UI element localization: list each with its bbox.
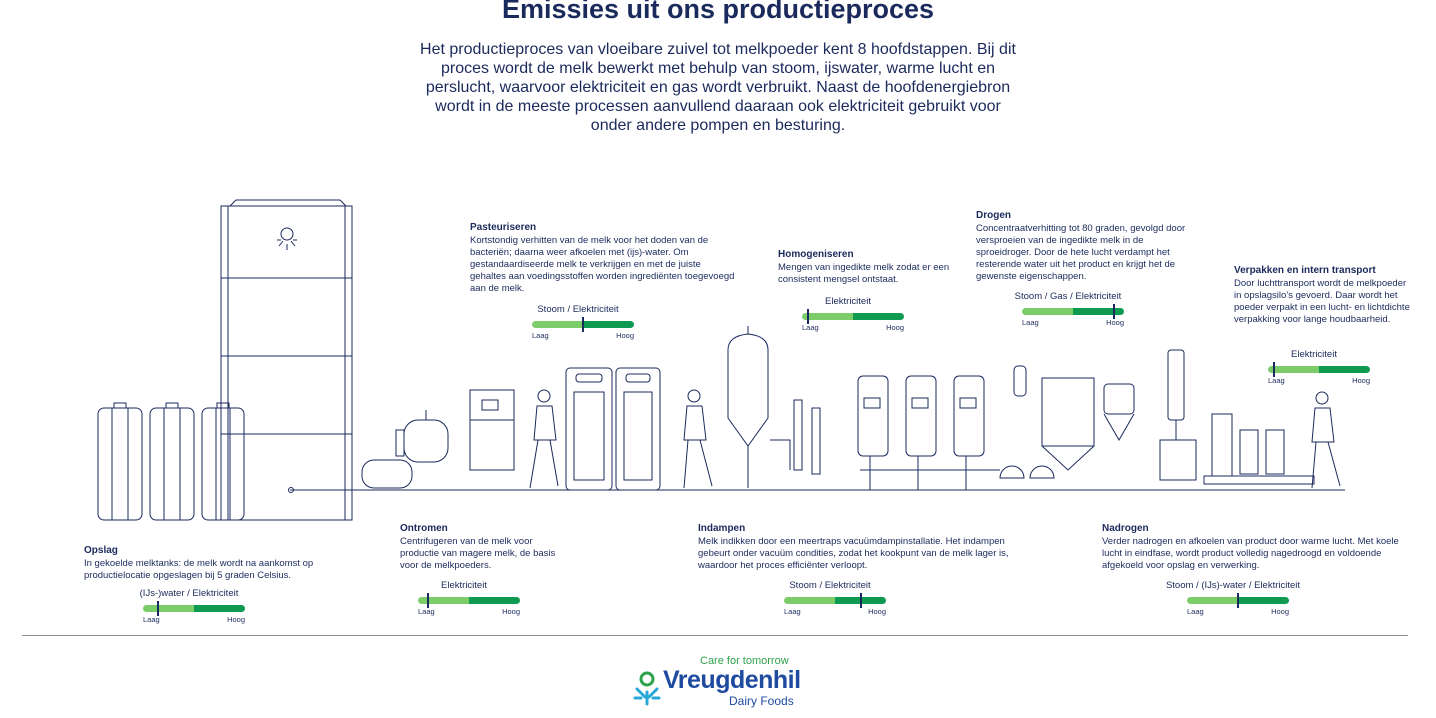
step-description: Melk indikken door een meertraps vacuümd…	[698, 536, 1009, 571]
energy-level-marker	[157, 601, 160, 616]
step-description: Mengen van ingedikte melk zodat er een c…	[778, 262, 950, 285]
energy-bar	[1268, 362, 1370, 377]
scale-high: Hoog	[1106, 318, 1124, 327]
scale-high: Hoog	[868, 607, 886, 616]
step-title: Homogeniseren	[778, 249, 854, 260]
step-title: Nadrogen	[1102, 523, 1149, 534]
vreugdenhil-logo-icon	[633, 671, 661, 706]
energy-level-marker	[1112, 304, 1115, 319]
step-nadrogen: Nadrogen Verder nadrogen en afkoelen van…	[1102, 523, 1402, 572]
scale-high: Hoog	[1352, 376, 1370, 385]
energy-meter-pasteuriseren: Stoom / Elektriciteit Laag Hoog	[522, 304, 634, 344]
energy-label: Elektriciteit	[825, 296, 871, 307]
step-title: Ontromen	[400, 523, 448, 534]
energy-label: (IJs-)water / Elektriciteit	[139, 588, 239, 599]
scale-low: Laag	[1268, 376, 1285, 385]
energy-label: Stoom / (IJs)-water / Elektriciteit	[1165, 580, 1301, 591]
scale-low: Laag	[1187, 607, 1204, 616]
step-description: Centrifugeren van de melk voor productie…	[400, 536, 556, 571]
homogenizer-units	[857, 375, 1000, 490]
step-description: Concentraatverhitting tot 80 graden, gev…	[976, 223, 1186, 282]
milk-storage-tanks	[97, 402, 245, 521]
worker-figure	[529, 389, 559, 489]
step-description: Verder nadrogen en afkoelen van product …	[1102, 536, 1399, 571]
step-title: Pasteuriseren	[470, 222, 537, 233]
energy-bar	[784, 593, 886, 608]
step-ontromen: Ontromen Centrifugeren van de melk voor …	[400, 523, 560, 572]
scale-low: Laag	[802, 323, 819, 332]
scale-low: Laag	[1022, 318, 1039, 327]
energy-label: Elektriciteit	[1291, 349, 1337, 360]
energy-bar	[143, 601, 245, 616]
step-pasteuriseren: Pasteuriseren Kortstondig verhitten van …	[470, 222, 735, 295]
step-verpakken: Verpakken en intern transport Door lucht…	[1234, 265, 1414, 326]
scale-high: Hoog	[227, 615, 245, 624]
energy-bar	[1187, 593, 1289, 608]
energy-label: Stoom / Gas / Elektriciteit	[1014, 291, 1122, 302]
spray-dryer	[999, 365, 1135, 479]
energy-bar	[1022, 304, 1124, 319]
step-title: Verpakken en intern transport	[1234, 265, 1376, 276]
fluid-bed-and-packing	[1159, 349, 1315, 485]
energy-meter-opslag: (IJs-)water / Elektriciteit Laag Hoog	[133, 588, 245, 628]
worker-figure	[1311, 391, 1341, 489]
page-title: Emissies uit ons productieproces	[501, 0, 935, 24]
step-title: Indampen	[698, 523, 746, 534]
worker-figure	[683, 389, 713, 489]
energy-level-marker	[582, 317, 584, 332]
energy-label: Elektriciteit	[441, 580, 487, 591]
footer-divider	[22, 635, 1408, 636]
pasteurizer-cabinets	[565, 367, 661, 491]
separator-machine	[361, 389, 515, 489]
brand-tagline: Care for tomorrow	[700, 655, 789, 667]
energy-level-marker	[807, 309, 810, 324]
step-opslag: Opslag In gekoelde melktanks: de melk wo…	[84, 545, 344, 582]
evaporator-column	[727, 326, 821, 488]
energy-bar	[802, 309, 904, 324]
intro-text: Het productieproces van vloeibare zuivel…	[420, 41, 1016, 134]
step-title: Opslag	[84, 545, 118, 556]
production-line-illustration	[97, 199, 1345, 521]
scale-high: Hoog	[1271, 607, 1289, 616]
energy-bar	[418, 593, 520, 608]
scale-low: Laag	[143, 615, 160, 624]
step-description: In gekoelde melktanks: de melk wordt na …	[84, 558, 314, 581]
scale-low: Laag	[418, 607, 435, 616]
energy-bar	[532, 317, 634, 332]
step-indampen: Indampen Melk indikken door een meertrap…	[698, 523, 1018, 572]
scale-high: Hoog	[616, 331, 634, 340]
scale-high: Hoog	[502, 607, 520, 616]
step-description: Kortstondig verhitten van de melk voor h…	[470, 235, 735, 294]
energy-meter-homogeniseren: Elektriciteit Laag Hoog	[792, 296, 904, 336]
energy-level-marker	[1273, 362, 1276, 377]
energy-meter-indampen: Stoom / Elektriciteit Laag Hoog	[774, 580, 886, 620]
brand-subtitle: Dairy Foods	[729, 694, 794, 708]
energy-meter-drogen: Stoom / Gas / Elektriciteit Laag Hoog	[1012, 291, 1124, 331]
energy-level-marker	[859, 593, 862, 608]
scale-low: Laag	[532, 331, 549, 340]
energy-level-marker	[427, 593, 430, 608]
energy-label: Stoom / Elektriciteit	[789, 580, 871, 591]
step-description: Door luchttransport wordt de melkpoeder …	[1234, 278, 1410, 325]
scale-low: Laag	[784, 607, 801, 616]
tower-logo-icon	[277, 227, 297, 250]
energy-meter-verpakken: Elektriciteit Laag Hoog	[1258, 349, 1370, 389]
energy-meter-nadrogen: Stoom / (IJs)-water / Elektriciteit Laag…	[1166, 580, 1300, 620]
step-homogeniseren: Homogeniseren Mengen van ingedikte melk …	[778, 249, 953, 286]
scale-high: Hoog	[886, 323, 904, 332]
brand-name: Vreugdenhil	[663, 666, 801, 694]
energy-meter-ontromen: Elektriciteit Laag Hoog	[408, 580, 520, 620]
step-drogen: Drogen Concentraatverhitting tot 80 grad…	[976, 210, 1196, 283]
energy-label: Stoom / Elektriciteit	[537, 304, 619, 315]
step-title: Drogen	[976, 210, 1011, 221]
energy-level-marker	[1237, 593, 1239, 608]
